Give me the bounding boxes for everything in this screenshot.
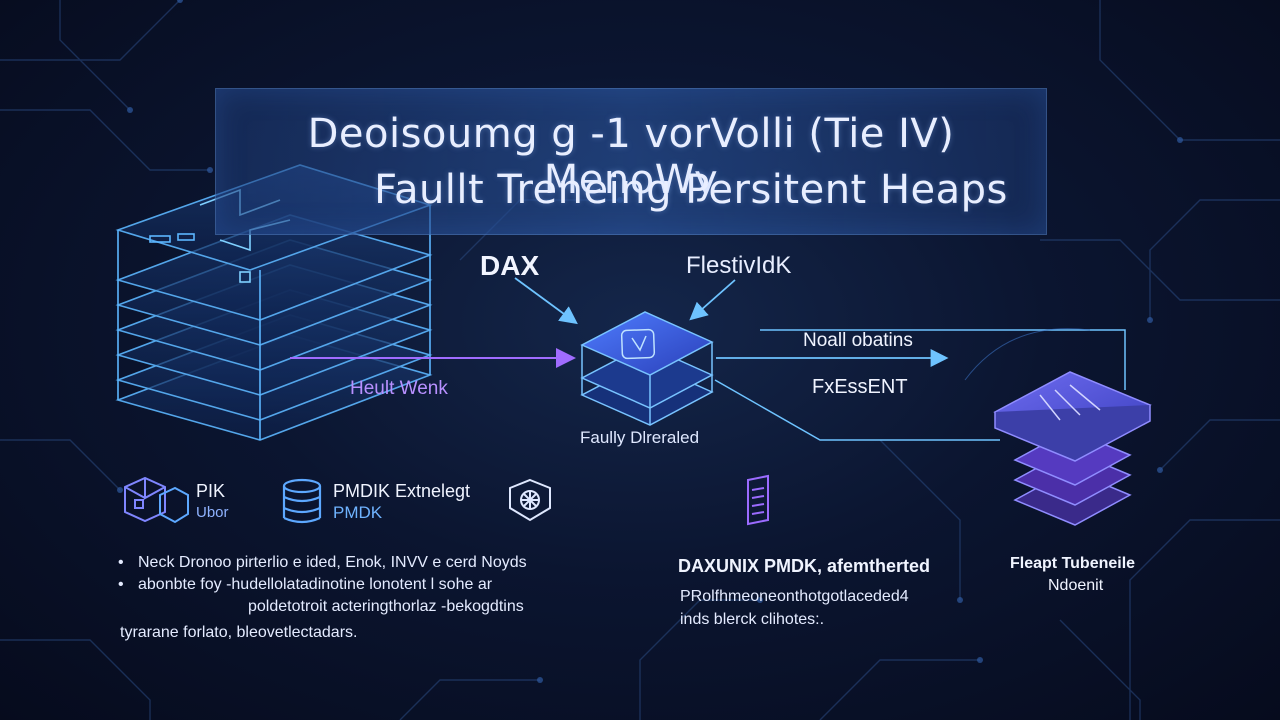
right-chip [993, 371, 1152, 526]
title-line-1: Deoisoumg g -1 vorVolli (Tie IV) MenoWy [307, 111, 955, 203]
line-right-bottom [714, 379, 1000, 441]
shield-network-icon [509, 478, 551, 522]
right-line-1: PRolfhmeoneonthotgotlaceded4 [680, 588, 909, 605]
arrow-flex-to-center [689, 279, 736, 321]
legend-item1-sub: Ubor [196, 504, 229, 521]
center-chip-label: Faully Dlreraled [580, 428, 700, 447]
server-icon [747, 474, 769, 526]
dax-label: DAX [480, 250, 540, 281]
right-top-label: Noall obatins [803, 330, 913, 351]
line-right-top [760, 329, 1126, 390]
database-icon [282, 478, 322, 524]
bullet-tail: tyrarane forlato, bleovetlectadars. [120, 624, 358, 641]
legend-item1-title: PIK [196, 481, 226, 501]
bullet-item: abonbte foy -hudellolatadinotine lonoten… [118, 574, 638, 596]
right-node-label-1: Fleapt Tubeneile [1010, 555, 1136, 572]
right-mid-label: FxEssENT [812, 376, 908, 398]
bullet-item: Neck Dronoo pirterlio e ided, Enok, INVV… [118, 552, 638, 574]
cube-icon [124, 476, 189, 524]
bullet-continuation: poldetotroit acteringthorlaz -bekogdtins [248, 598, 524, 615]
legend-item2-title: PMDIK Extnelegt [333, 481, 471, 501]
bullet-list: Neck Dronoo pirterlio e ided, Enok, INVV… [118, 552, 638, 596]
flex-label: FlestivIdK [686, 252, 792, 279]
title-banner: Deoisoumg g -1 vorVolli (Tie IV) MenoWy … [215, 88, 1047, 235]
title-line-2: Faullt Treneing Persitent Heaps [374, 167, 1008, 213]
right-node-label-2: Ndoenit [1048, 577, 1104, 594]
right-line-2: inds blerck clihotes:. [680, 611, 825, 628]
center-chip [580, 311, 714, 426]
left-flow-label: Heult Wenk [350, 378, 448, 399]
right-heading: DAXUNIX PMDK, afemtherted [678, 556, 931, 576]
legend-item2-sub: PMDK [333, 503, 383, 522]
arrow-dax-to-center [514, 277, 578, 325]
